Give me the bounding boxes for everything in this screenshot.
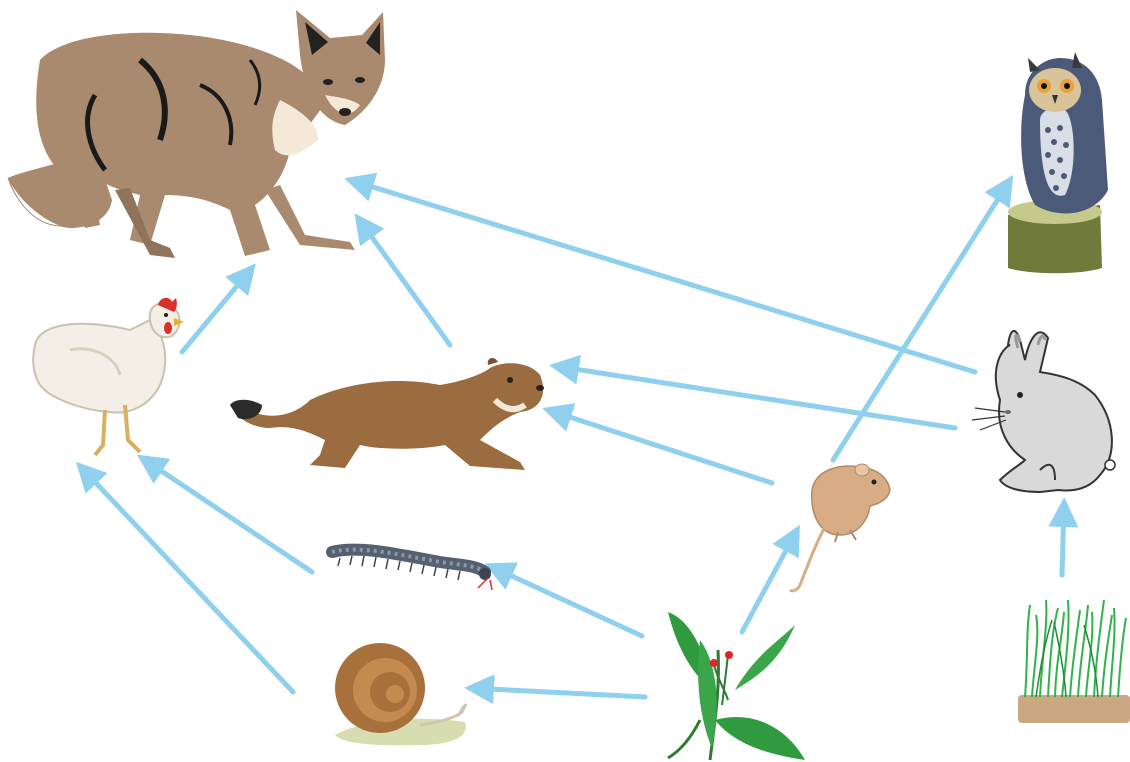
arrow-plant-to-snail (470, 688, 645, 697)
arrow-rabbit-to-fox (350, 180, 975, 372)
hen-icon (33, 298, 184, 455)
arrow-hen-to-fox (182, 268, 252, 352)
weasel-icon (230, 358, 544, 470)
rabbit-icon (972, 331, 1115, 492)
mouse-icon (790, 464, 890, 591)
arrow-plant-to-mouse (742, 530, 797, 632)
grass-icon (1018, 600, 1130, 723)
arrow-weasel-to-fox (358, 218, 450, 345)
arrow-mouse-to-weasel (548, 410, 772, 483)
flowering-plant-icon (668, 612, 805, 760)
centipede-icon (332, 550, 492, 590)
owl-icon (1008, 52, 1108, 273)
arrow-plant-to-centipede (490, 566, 642, 636)
fox-icon (8, 10, 385, 258)
feeding-arrows (80, 180, 1064, 697)
arrow-rabbit-to-weasel (555, 366, 955, 428)
arrow-mouse-to-owl (833, 180, 1010, 460)
arrow-snail-to-hen (80, 466, 293, 692)
arrow-grass-to-rabbit (1062, 503, 1064, 575)
arrow-centipede-to-hen (142, 458, 312, 572)
snail-icon (335, 643, 466, 745)
